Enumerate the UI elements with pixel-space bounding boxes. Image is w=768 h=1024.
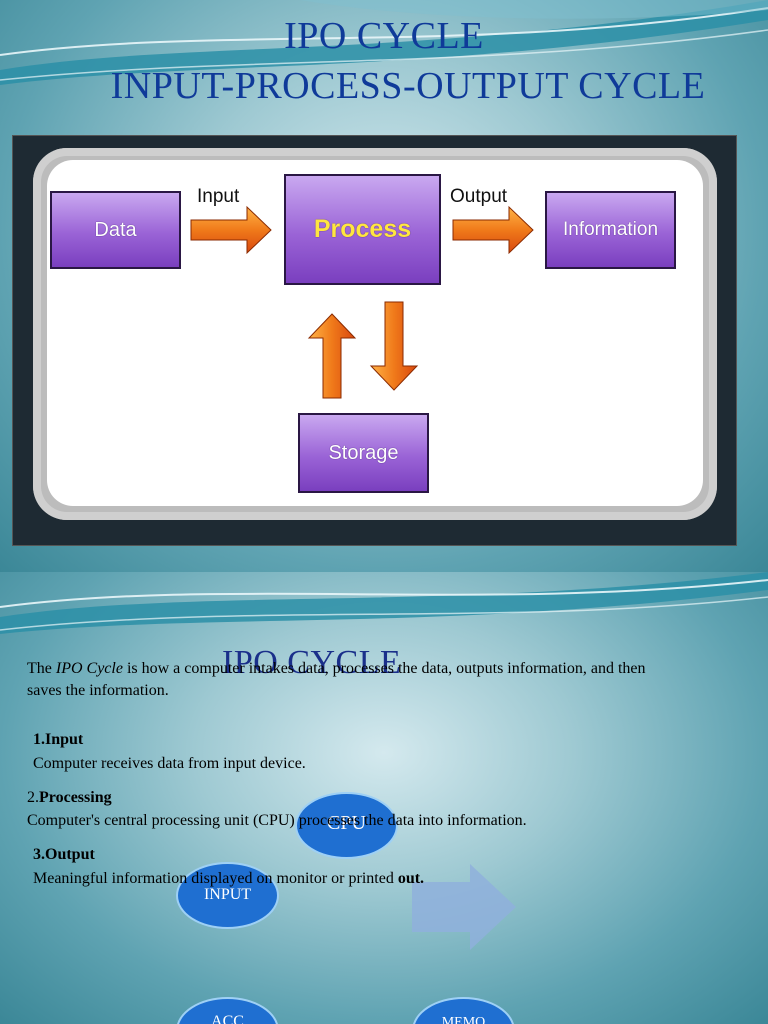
output-arrow	[452, 205, 534, 255]
input-heading: 1.Input	[33, 731, 84, 748]
output-description-bold: out.	[397, 870, 425, 887]
input-ellipse: INPUT	[176, 862, 279, 929]
output-heading: 3.Output	[33, 846, 95, 863]
output-arrow-label: Output	[450, 186, 508, 207]
swoosh-decoration	[0, 572, 768, 634]
diagram-board: Data Input Process Output Information St…	[33, 148, 717, 520]
ipo-diagram-image: Data Input Process Output Information St…	[12, 135, 737, 546]
intro-paragraph: The IPO Cycle is how a computer intakes …	[27, 658, 667, 702]
intro-prefix: The	[27, 660, 56, 677]
down-arrow	[369, 301, 419, 391]
intro-emphasis: IPO Cycle	[55, 660, 123, 677]
cpu-label: CPU	[327, 812, 366, 834]
bottom-left-ellipse: ACC	[176, 997, 279, 1024]
processing-description: Computer's central processing unit (CPU)…	[27, 812, 527, 829]
processing-heading-text: Processing	[39, 789, 112, 806]
memo-ellipse: MEMO	[412, 997, 515, 1024]
intro-rest: is how a computer intakes data, processe…	[27, 660, 646, 699]
right-block-arrow	[412, 864, 516, 950]
process-box: Process	[284, 174, 441, 285]
output-description-main: Meaningful information displayed on moni…	[33, 870, 398, 887]
memo-label: MEMO	[441, 1015, 486, 1024]
slide-1: IPO CYCLE INPUT-PROCESS-OUTPUT CYCLE	[0, 0, 768, 572]
data-box: Data	[50, 191, 181, 269]
slide-title-line-1: IPO CYCLE	[284, 15, 484, 57]
diagram-arrows	[190, 205, 534, 399]
up-arrow	[307, 313, 357, 399]
bottom-left-label: ACC	[211, 1013, 244, 1024]
slide-2: IPO CYCLE CPU INPUT ACC MEMO The IPO Cyc…	[0, 572, 768, 1024]
storage-box: Storage	[298, 413, 429, 493]
input-arrow	[190, 205, 272, 255]
slide-title: IPO CYCLE	[222, 644, 402, 681]
input-arrow-label: Input	[197, 186, 240, 207]
output-description: Meaningful information displayed on moni…	[33, 868, 424, 890]
diagram-canvas: Data Input Process Output Information St…	[47, 160, 703, 506]
swoosh-decoration	[0, 0, 768, 85]
input-label: INPUT	[203, 886, 252, 903]
processing-heading-number: 2.	[27, 789, 39, 806]
cpu-ellipse: CPU	[295, 792, 398, 859]
slide-title-line-2: INPUT-PROCESS-OUTPUT CYCLE	[110, 65, 706, 107]
information-box: Information	[545, 191, 676, 269]
processing-heading: 2.Processing	[27, 787, 112, 809]
input-description: Computer receives data from input device…	[33, 755, 306, 772]
